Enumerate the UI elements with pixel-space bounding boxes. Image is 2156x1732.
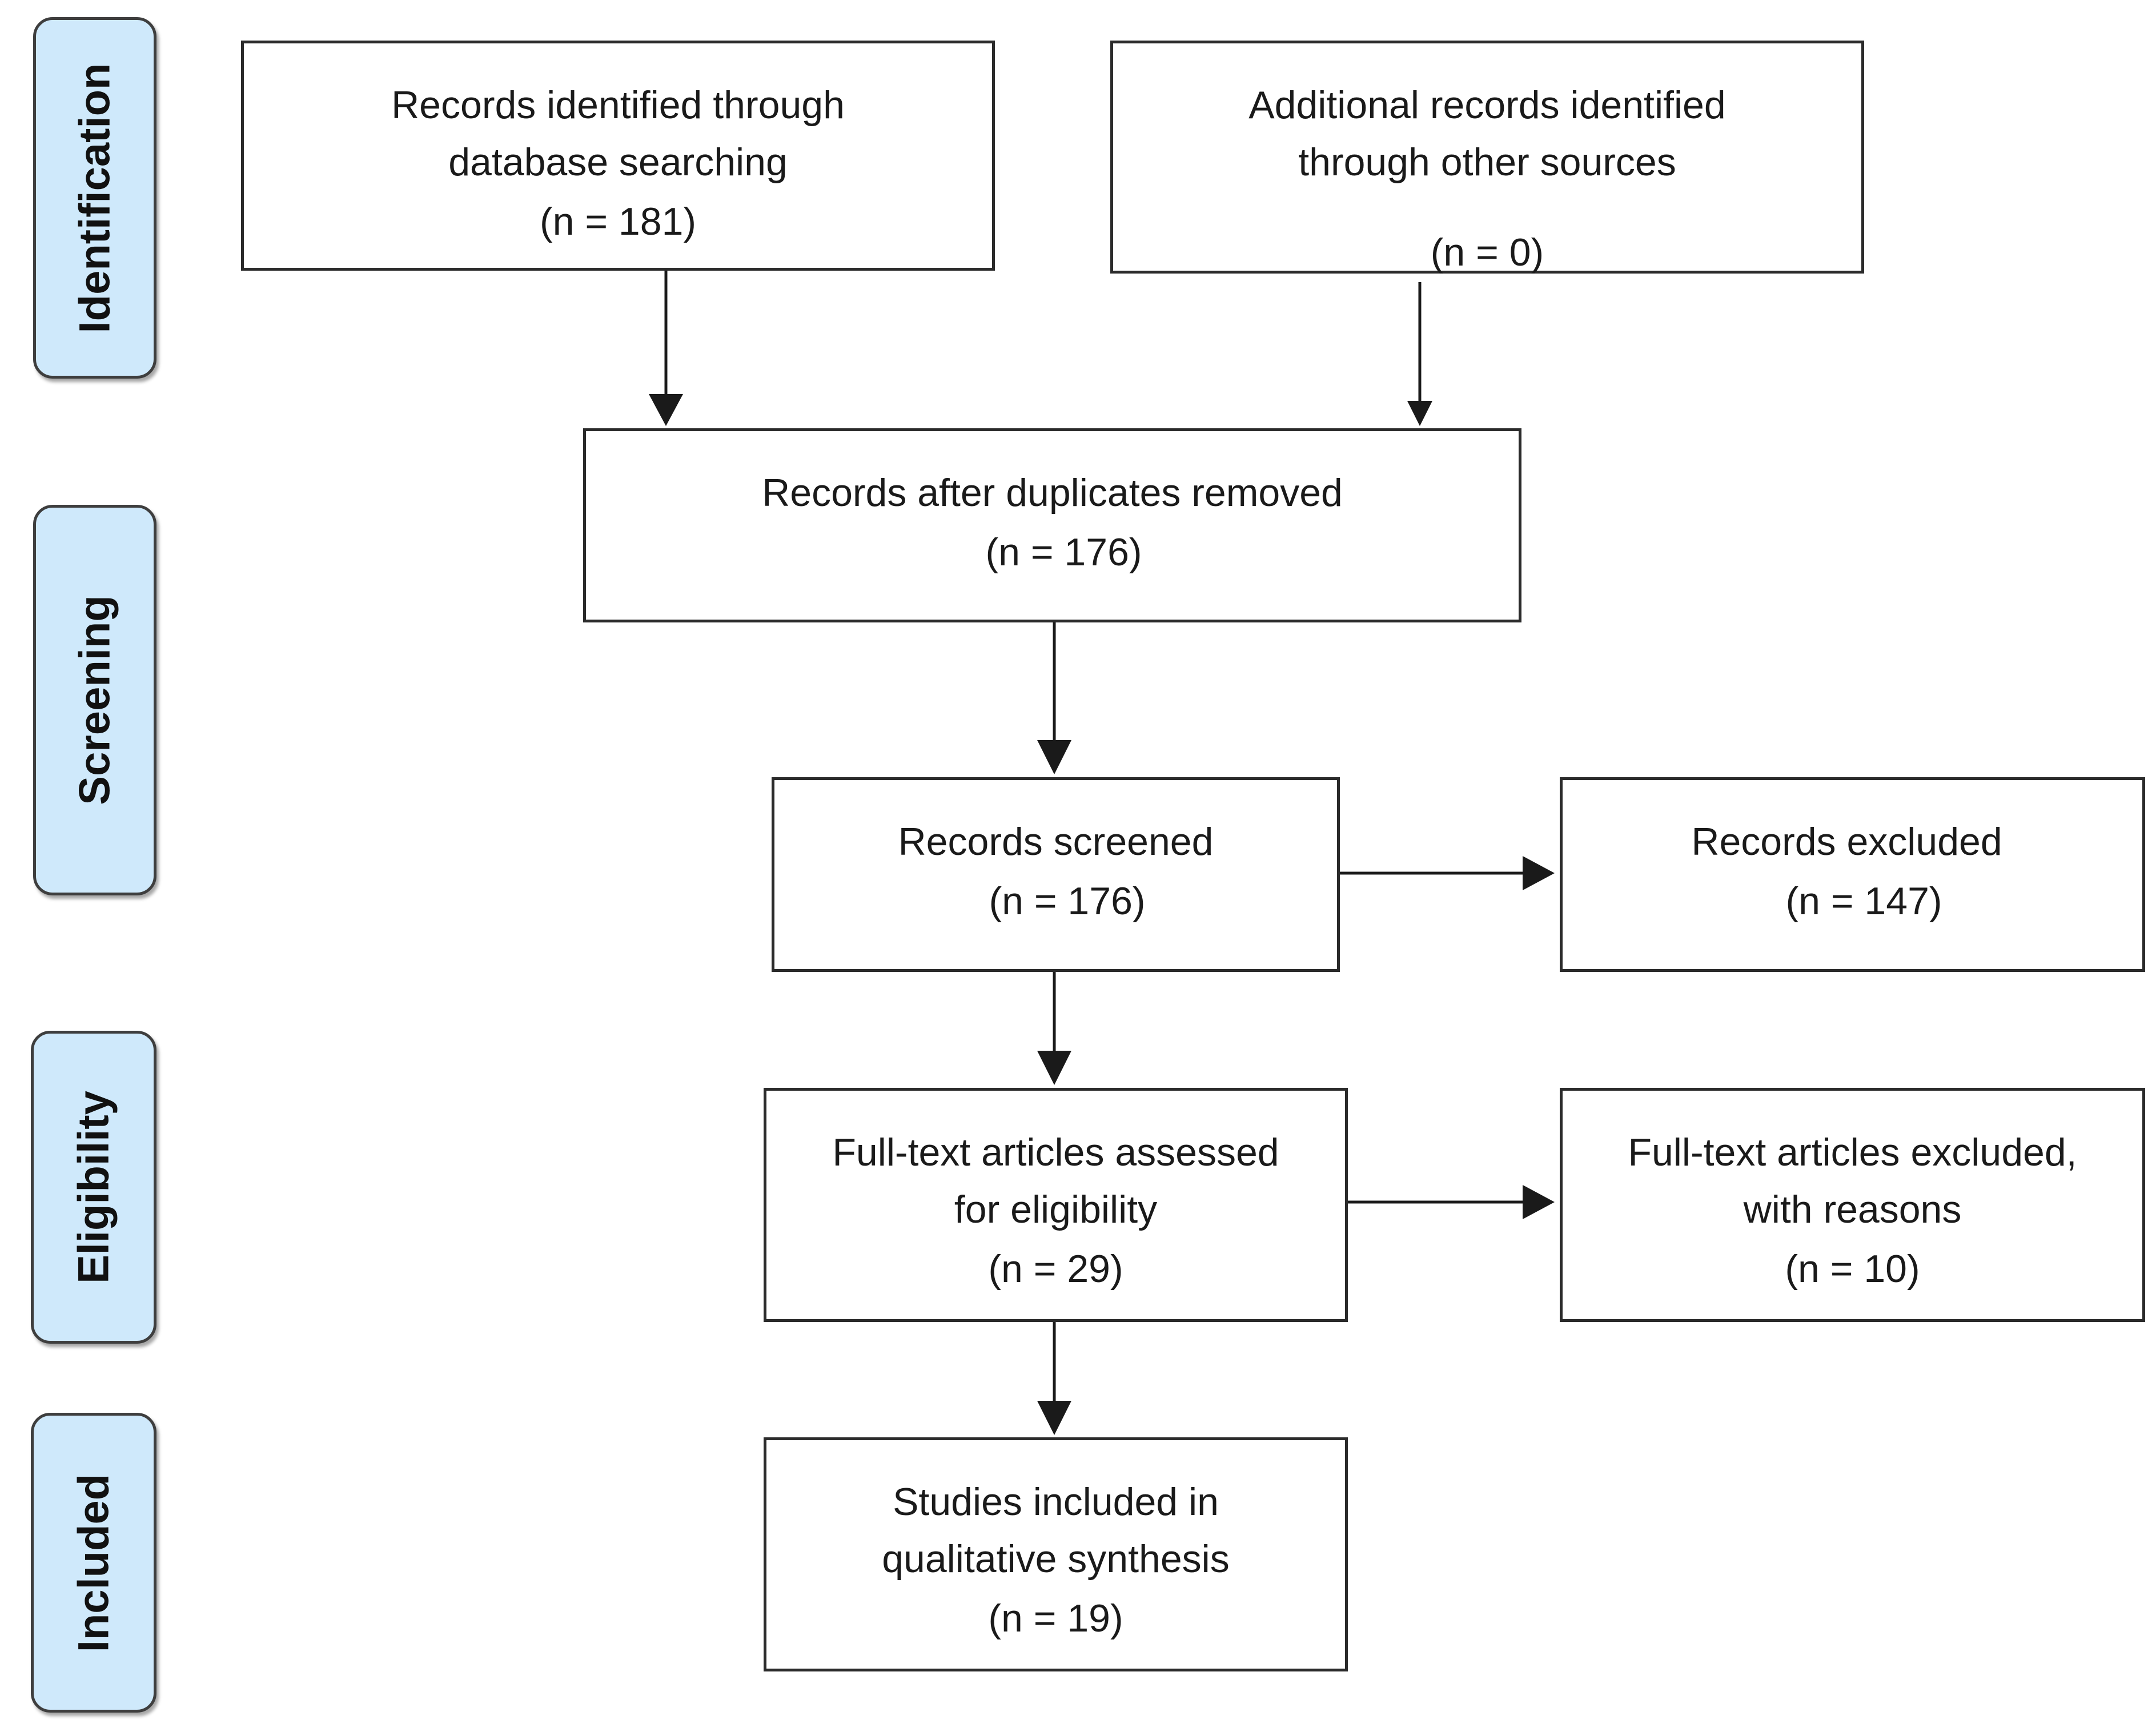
box-count: (n = 176)	[989, 879, 1146, 923]
box-text-line: Records after duplicates removed	[762, 471, 1343, 515]
box-duplicates-removed: Records after duplicates removed (n = 17…	[583, 428, 1521, 622]
arrowhead-down-icon	[1037, 1401, 1071, 1435]
box-text-line: with reasons	[1743, 1188, 1962, 1231]
box-count: (n = 176)	[985, 531, 1142, 574]
stage-label-identification: Identification	[70, 63, 119, 333]
stage-eligibility: Eligibility	[31, 1031, 156, 1344]
box-text-line: qualitative synthesis	[882, 1537, 1230, 1581]
box-full-text-assessed: Full-text articles assessed for eligibil…	[764, 1088, 1348, 1322]
arrowhead-right-icon	[1523, 1185, 1555, 1219]
box-records-excluded: Records excluded (n = 147)	[1560, 777, 2145, 972]
stage-identification: Identification	[33, 17, 156, 379]
box-text-line: Additional records identified	[1248, 83, 1726, 127]
box-count: (n = 19)	[988, 1597, 1123, 1640]
stage-label-eligibility: Eligibility	[69, 1091, 118, 1284]
box-text-line: Full-text articles excluded,	[1628, 1131, 2077, 1174]
box-text-line: Records identified through	[391, 83, 845, 127]
box-text-line: through other sources	[1298, 140, 1676, 184]
arrowhead-down-icon	[1407, 401, 1432, 426]
arrowhead-right-icon	[1523, 856, 1555, 890]
stage-label-included: Included	[69, 1473, 118, 1652]
arrowhead-down-icon	[1037, 740, 1071, 774]
box-count: (n = 29)	[988, 1247, 1123, 1291]
box-text-line: Records screened	[898, 820, 1214, 863]
box-text-line: database searching	[448, 140, 788, 184]
box-count: (n = 181)	[539, 200, 697, 243]
box-text-line: Studies included in	[893, 1480, 1219, 1524]
box-text-line: Full-text articles assessed	[832, 1131, 1279, 1174]
arrowhead-down-icon	[649, 394, 683, 426]
stage-screening: Screening	[33, 505, 156, 895]
arrowhead-down-icon	[1037, 1051, 1071, 1085]
box-count: (n = 10)	[1785, 1247, 1920, 1291]
box-other-sources: Additional records identified through ot…	[1110, 41, 1864, 274]
stage-included: Included	[31, 1413, 156, 1713]
box-text-line: Records excluded	[1691, 820, 2002, 863]
box-database-search: Records identified through database sear…	[241, 41, 995, 271]
box-count: (n = 0)	[1430, 231, 1544, 274]
box-text-line: for eligibility	[954, 1188, 1158, 1231]
box-count: (n = 147)	[1785, 879, 1942, 923]
box-records-screened: Records screened (n = 176)	[772, 777, 1340, 972]
stage-label-screening: Screening	[70, 595, 119, 805]
box-included-studies: Studies included in qualitative synthesi…	[764, 1437, 1348, 1671]
box-full-text-excluded: Full-text articles excluded, with reason…	[1560, 1088, 2145, 1322]
